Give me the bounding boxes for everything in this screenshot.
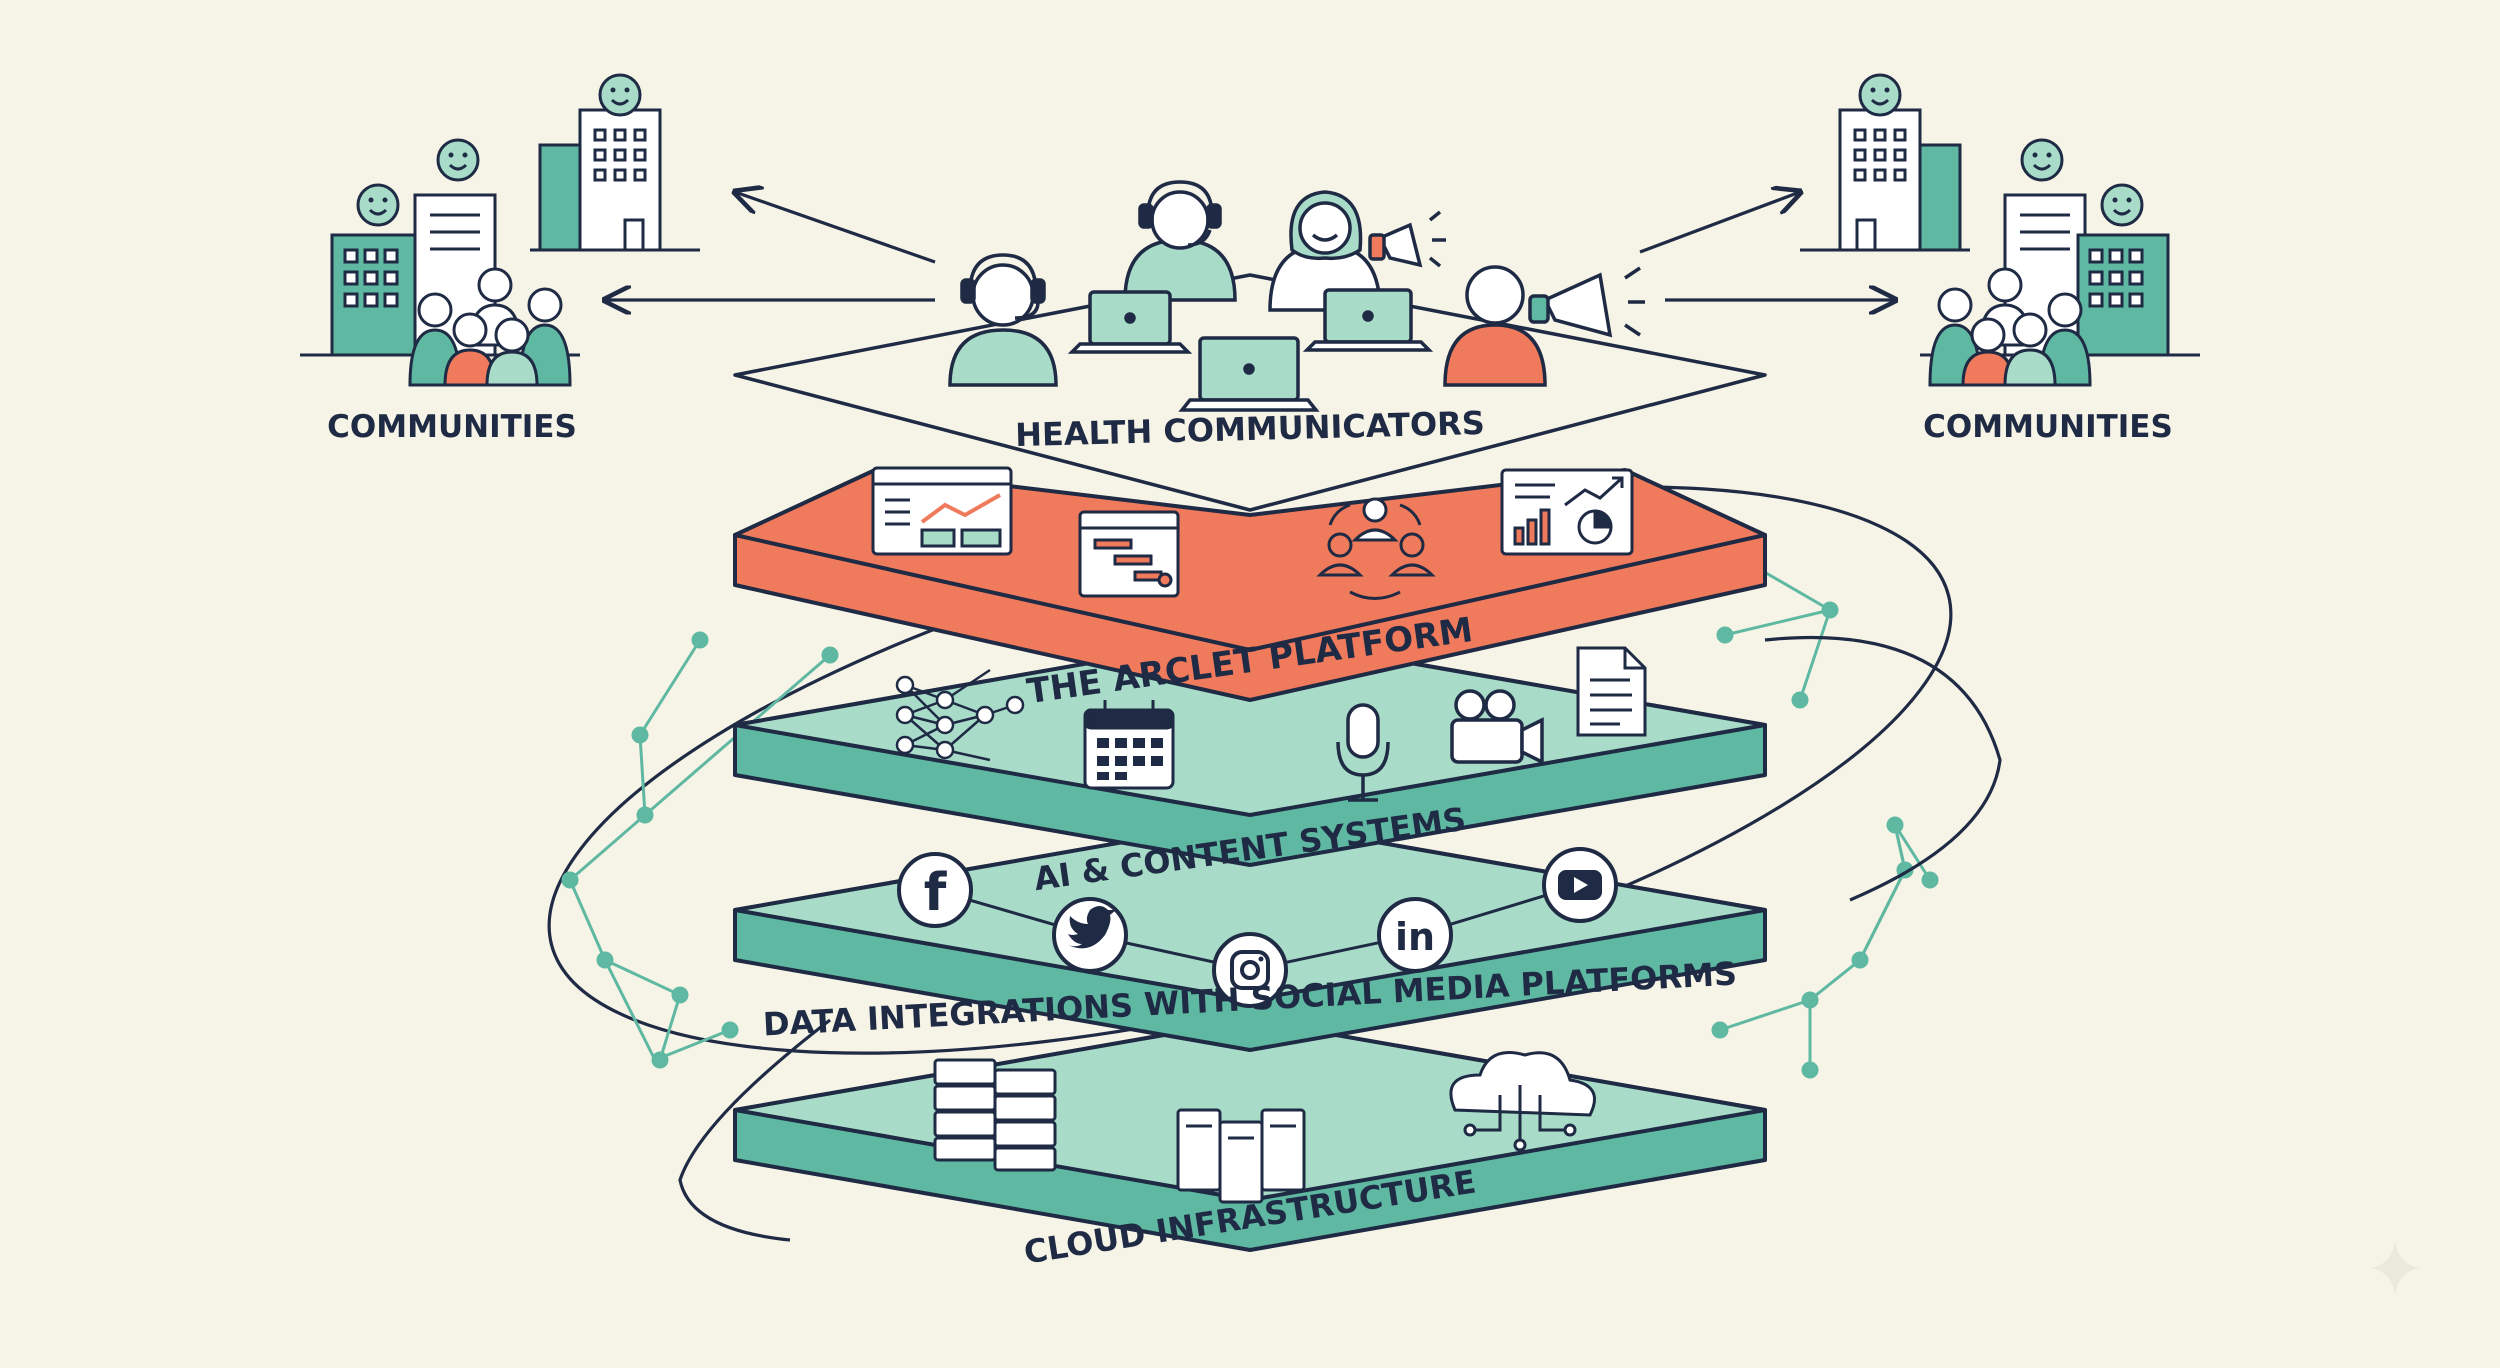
server-tower-icon xyxy=(1176,1108,1306,1204)
calendar-icon xyxy=(1083,700,1175,790)
twitter-icon[interactable] xyxy=(1052,897,1128,973)
orbit-ring-front xyxy=(678,635,2002,1242)
communicator-center-headset xyxy=(1123,180,1237,302)
neural-network-icon xyxy=(895,668,1025,762)
arrows-to-left-communities xyxy=(605,192,936,300)
network-nodes-right xyxy=(1711,546,1939,1079)
facebook-icon[interactable]: f xyxy=(897,852,973,928)
dashboard-icon xyxy=(871,466,1013,556)
gantt-chart-icon xyxy=(1078,510,1180,598)
youtube-icon[interactable] xyxy=(1542,847,1618,923)
analytics-report-icon xyxy=(1500,468,1634,556)
cloud-network-icon xyxy=(1449,1051,1596,1152)
layer-data-integrations: f in DATA INTEGRATIONS WITH SOCIAL MEDIA… xyxy=(733,818,1767,1052)
communities-left-label: COMMUNITIES xyxy=(327,409,577,445)
megaphone-icon-center xyxy=(1368,210,1446,268)
instagram-icon[interactable] xyxy=(1212,932,1288,1008)
linkedin-icon[interactable]: in xyxy=(1377,897,1453,973)
communicator-right-megaphone xyxy=(1443,265,1645,387)
server-rack-icon xyxy=(933,1058,1057,1172)
layer-arclet-platform: THE ARCLET PLATFORM xyxy=(733,466,1767,712)
network-nodes-left xyxy=(561,631,839,1069)
team-collaboration-icon xyxy=(1316,497,1436,600)
layer-cloud-infrastructure: CLOUD INFRASTRUCTURE xyxy=(733,1018,1767,1272)
document-icon xyxy=(1576,646,1647,737)
microphone-icon xyxy=(1336,703,1390,802)
laptop-icon-left xyxy=(1067,290,1193,354)
arrows-to-right-communities xyxy=(1639,192,1895,300)
linkedin-glyph: in xyxy=(1395,915,1435,959)
laptop-icon-right xyxy=(1302,288,1434,352)
communities-left-group xyxy=(300,73,700,387)
laptop-icon-center xyxy=(1178,336,1320,412)
facebook-glyph: f xyxy=(924,863,948,923)
communities-right-group xyxy=(1800,73,2200,387)
sparkle-icon xyxy=(2370,1240,2420,1296)
communicator-left-headset xyxy=(948,253,1058,387)
video-camera-icon xyxy=(1450,689,1544,765)
communities-right-label: COMMUNITIES xyxy=(1923,409,2173,445)
